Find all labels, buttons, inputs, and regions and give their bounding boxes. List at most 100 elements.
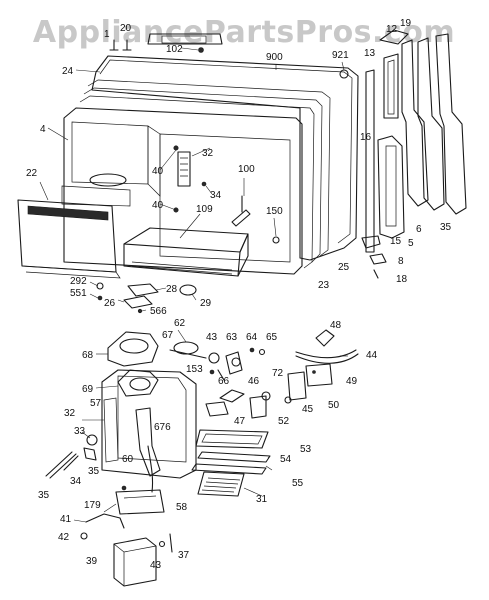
callout-47: 47 bbox=[234, 416, 246, 427]
part-67-wire bbox=[169, 349, 207, 359]
callout-24: 24 bbox=[62, 66, 74, 77]
callout-52: 52 bbox=[278, 416, 290, 427]
bracket-58-edge bbox=[123, 495, 157, 499]
screw-part-1 bbox=[109, 39, 119, 51]
cord-44-edge bbox=[295, 353, 359, 364]
callout-57: 57 bbox=[90, 398, 102, 409]
callout-43: 43 bbox=[206, 332, 218, 343]
callout-150: 150 bbox=[266, 206, 283, 217]
callout-35: 35 bbox=[440, 222, 452, 233]
part-50 bbox=[287, 371, 307, 401]
crisper-top bbox=[123, 227, 249, 253]
part-179 bbox=[121, 485, 127, 491]
gasket-third bbox=[79, 95, 315, 269]
callout-50: 50 bbox=[328, 400, 340, 411]
gasket-outer bbox=[87, 79, 331, 257]
screw-40a bbox=[173, 145, 179, 151]
wire-41 bbox=[85, 513, 125, 529]
freezer-divider bbox=[147, 125, 161, 197]
part-43-fan bbox=[208, 352, 220, 364]
part-48 bbox=[315, 329, 335, 347]
callout-67: 67 bbox=[162, 330, 174, 341]
callout-53: 53 bbox=[300, 444, 312, 455]
callout-26: 26 bbox=[104, 298, 116, 309]
strip-55 bbox=[191, 463, 267, 475]
breaker-strip-6 bbox=[417, 37, 445, 211]
callout-18: 18 bbox=[396, 274, 408, 285]
crisper-body bbox=[123, 243, 241, 277]
callout-64: 64 bbox=[246, 332, 258, 343]
callout-29: 29 bbox=[200, 298, 212, 309]
strip-54 bbox=[197, 451, 271, 463]
callout-69: 69 bbox=[82, 384, 94, 395]
callout-34b: 34 bbox=[70, 476, 82, 487]
callout-40: 40 bbox=[152, 166, 164, 177]
callout-179: 179 bbox=[84, 500, 101, 511]
watermark: AppliancePartsPros.com bbox=[33, 15, 455, 50]
part-29 bbox=[179, 284, 197, 296]
part-33 bbox=[86, 434, 98, 446]
callout-49: 49 bbox=[346, 376, 358, 387]
part-49-hole bbox=[312, 370, 316, 374]
callout-900: 900 bbox=[266, 52, 283, 63]
callout-60: 60 bbox=[122, 454, 134, 465]
gasket-inner bbox=[83, 87, 323, 263]
part-37 bbox=[169, 533, 173, 553]
callout-100: 100 bbox=[238, 164, 255, 175]
cord-44 bbox=[295, 349, 357, 359]
callout-58: 58 bbox=[176, 502, 188, 513]
callout-109: 109 bbox=[196, 204, 213, 215]
callout-102: 102 bbox=[166, 44, 183, 55]
light-switch bbox=[231, 209, 251, 227]
part-153 bbox=[209, 369, 215, 375]
callout-25: 25 bbox=[338, 262, 350, 273]
part-26 bbox=[123, 295, 153, 309]
callout-37: 37 bbox=[178, 550, 190, 561]
callout-41: 41 bbox=[60, 514, 72, 525]
callout-5: 5 bbox=[408, 238, 414, 249]
cover-side-57 bbox=[103, 397, 119, 463]
part-47 bbox=[205, 401, 229, 417]
callout-62: 62 bbox=[174, 318, 186, 329]
callout-13: 13 bbox=[364, 48, 376, 59]
callout-46: 46 bbox=[248, 376, 260, 387]
box-39 bbox=[113, 537, 157, 587]
part-42 bbox=[80, 532, 88, 540]
callout-35c: 35 bbox=[38, 490, 50, 501]
callout-12: 12 bbox=[386, 24, 398, 35]
callout-153: 153 bbox=[186, 364, 203, 375]
part-45 bbox=[284, 396, 292, 404]
bracket-58 bbox=[115, 489, 165, 515]
drain-tube-60 bbox=[147, 445, 154, 493]
strip-13 bbox=[365, 69, 375, 253]
callout-35b: 35 bbox=[88, 466, 100, 477]
top-bracket bbox=[147, 33, 223, 45]
callout-65: 65 bbox=[266, 332, 278, 343]
callout-48: 48 bbox=[330, 320, 342, 331]
callout-1: 1 bbox=[104, 29, 110, 40]
callout-32b: 32 bbox=[64, 408, 76, 419]
callout-44: 44 bbox=[366, 350, 378, 361]
callout-4: 4 bbox=[40, 124, 46, 135]
callout-66: 66 bbox=[218, 376, 230, 387]
part-63-motor bbox=[225, 351, 243, 375]
callout-292: 292 bbox=[70, 276, 87, 287]
callout-23: 23 bbox=[318, 280, 330, 291]
part-15-bracket bbox=[361, 235, 381, 249]
callout-676: 676 bbox=[154, 422, 171, 433]
callout-55: 55 bbox=[292, 478, 304, 489]
callout-15: 15 bbox=[390, 236, 402, 247]
evaporator-cover bbox=[101, 369, 197, 479]
fresh-food-back-wall bbox=[159, 133, 291, 263]
screw-150 bbox=[272, 236, 280, 244]
top-bracket-slot bbox=[161, 35, 207, 44]
breaker-strip-35 bbox=[435, 33, 467, 215]
strip-12-inner bbox=[387, 59, 395, 115]
control-ribs bbox=[180, 157, 188, 177]
part-18 bbox=[373, 269, 379, 279]
part-292 bbox=[96, 282, 104, 290]
hinge-cover-16-inner bbox=[385, 145, 397, 227]
door-frame bbox=[91, 55, 359, 261]
callout-42: 42 bbox=[58, 532, 70, 543]
callout-566: 566 bbox=[150, 306, 167, 317]
